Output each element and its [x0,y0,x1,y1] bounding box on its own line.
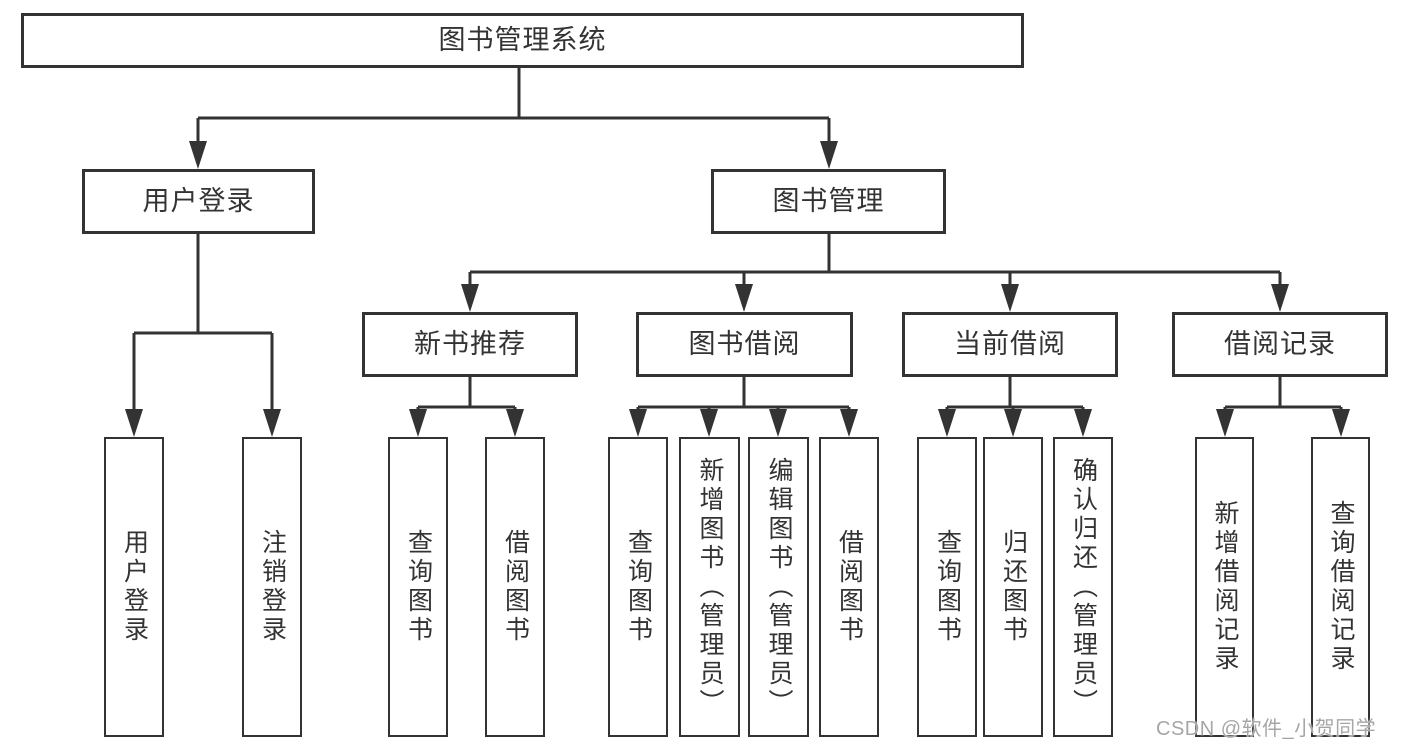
leaf-add-borrow-record: 新增借阅记录 [1195,437,1254,737]
leaf-user-login-label: 用户登录 [120,529,149,645]
leaf-edit-books-admin: 编辑图书（管理员） [748,437,809,737]
leaf-borrow-books-label: 借阅图书 [835,529,864,645]
node-user-login: 用户登录 [82,169,315,234]
leaf-user-login: 用户登录 [104,437,164,737]
csdn-watermark: CSDN @软件_小贺同学 [1156,718,1377,740]
leaf-add-borrow-record-label: 新增借阅记录 [1211,500,1239,674]
leaf-query-borrow-record: 查询借阅记录 [1311,437,1370,737]
node-root-system: 图书管理系统 [21,13,1024,68]
leaf-return-books-label: 归还图书 [999,529,1028,645]
leaf-query-books-borrow-label: 查询图书 [624,529,653,645]
node-book-management: 图书管理 [711,169,946,234]
leaf-borrow-books-recommend-label: 借阅图书 [501,529,530,645]
leaf-logout-label: 注销登录 [258,529,287,645]
leaf-query-books-recommend-label: 查询图书 [404,529,433,645]
node-current-borrow: 当前借阅 [902,312,1118,377]
leaf-edit-books-admin-label: 编辑图书（管理员） [765,456,793,718]
leaf-return-books: 归还图书 [983,437,1043,737]
leaf-logout: 注销登录 [242,437,302,737]
leaf-add-books-admin-label: 新增图书（管理员） [696,456,724,718]
leaf-add-books-admin: 新增图书（管理员） [679,437,740,737]
leaf-confirm-return-admin: 确认归还（管理员） [1053,437,1113,737]
node-borrow-records: 借阅记录 [1172,312,1388,377]
leaf-query-books-current: 查询图书 [917,437,977,737]
node-book-borrow: 图书借阅 [636,312,853,377]
leaf-borrow-books: 借阅图书 [819,437,879,737]
leaf-query-books-borrow: 查询图书 [608,437,668,737]
node-new-book-recommend: 新书推荐 [362,312,578,377]
leaf-confirm-return-admin-label: 确认归还（管理员） [1069,456,1098,718]
arrowhead-icons [125,141,1350,437]
leaf-borrow-books-recommend: 借阅图书 [485,437,545,737]
leaf-query-books-current-label: 查询图书 [933,529,962,645]
leaf-query-books-recommend: 查询图书 [388,437,448,737]
leaf-query-borrow-record-label: 查询借阅记录 [1327,500,1355,674]
